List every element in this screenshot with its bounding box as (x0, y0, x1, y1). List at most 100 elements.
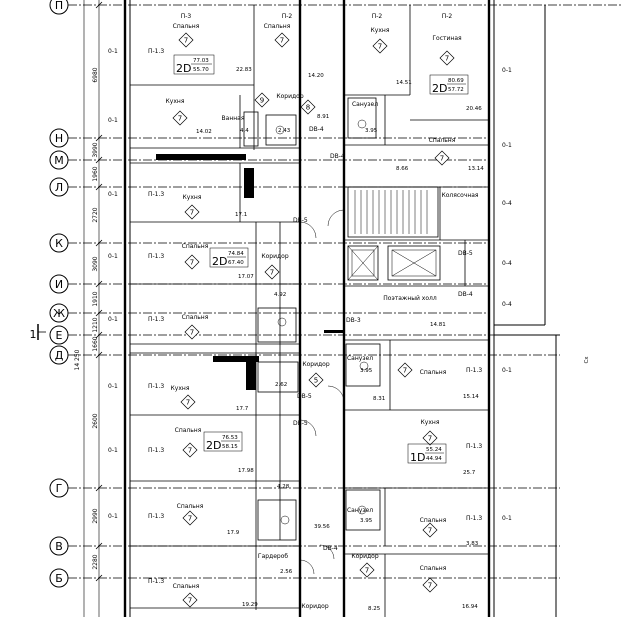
room-name: Санузел (347, 355, 373, 362)
wall-codes: 0-1 0-1 0-1 0-1 0-1 0-1 0-1 0-1 0-4 0-4 … (108, 48, 512, 522)
room-tag: 7 (397, 362, 413, 378)
grid-lines (68, 4, 621, 579)
room-code: П-1.3 (466, 515, 482, 522)
room-tag: 7 (372, 38, 388, 54)
room-name: Кухня (421, 419, 440, 426)
svg-text:8.31: 8.31 (373, 396, 385, 402)
svg-text:22.83: 22.83 (236, 67, 252, 73)
axis-marker: К (49, 233, 69, 253)
room-tag: 7 (422, 577, 438, 593)
room-tag: 7 (182, 510, 198, 526)
grid-axis-markers: П Н М Л К И Ж Е Д Г В Б (49, 0, 69, 588)
room-tag: 7 (184, 204, 200, 220)
svg-text:DB-5: DB-5 (458, 250, 473, 257)
svg-text:7: 7 (188, 447, 192, 455)
room-tag: 8 (300, 99, 316, 115)
room-area: 14.81 (430, 322, 446, 328)
svg-text:14.20: 14.20 (308, 73, 324, 79)
room-area: 17.07 (238, 274, 254, 280)
axis-marker: Б (49, 568, 69, 588)
svg-text:7: 7 (270, 269, 274, 277)
room-code: П-1.3 (148, 48, 164, 55)
svg-text:1960: 1960 (92, 166, 99, 181)
svg-text:0-4: 0-4 (502, 200, 512, 207)
svg-text:55.24: 55.24 (426, 447, 442, 453)
section-mark: 1 (30, 324, 46, 341)
svg-text:DB-4: DB-4 (330, 153, 345, 160)
svg-text:0-1: 0-1 (108, 191, 118, 198)
room-name: Кухня (183, 194, 202, 201)
svg-text:2D: 2D (212, 255, 227, 268)
svg-text:3.83: 3.83 (466, 541, 479, 547)
axis-marker: Ж (49, 303, 69, 323)
room-area: 16.94 (462, 604, 478, 610)
room-tag: 7 (182, 592, 198, 608)
svg-text:7: 7 (188, 515, 192, 523)
svg-text:DB-4: DB-4 (323, 545, 338, 552)
svg-text:7: 7 (184, 37, 188, 45)
svg-text:2.43: 2.43 (278, 128, 291, 134)
room-tag: 7 (184, 324, 200, 340)
stair-core (347, 186, 441, 281)
svg-text:И: И (55, 278, 63, 291)
axis-marker: Н (49, 128, 69, 148)
room-name: Кухня (166, 98, 185, 105)
bathroom-fixtures (243, 97, 381, 541)
room-name: Коридор (302, 361, 329, 368)
svg-text:2280: 2280 (92, 554, 99, 569)
svg-text:67.40: 67.40 (228, 260, 244, 266)
svg-text:0-1: 0-1 (108, 383, 118, 390)
room-name: Санузел (352, 101, 378, 108)
room-area: 4.4 (240, 128, 249, 134)
svg-text:DB-5: DB-5 (293, 420, 308, 427)
room-code: П-1.3 (466, 367, 482, 374)
room-area: 3.95 (360, 518, 373, 524)
room-code: П-1.3 (148, 513, 164, 520)
svg-text:П: П (55, 0, 63, 12)
svg-text:DB-4: DB-4 (309, 126, 324, 133)
svg-text:0-1: 0-1 (502, 142, 512, 149)
axis-marker: Е (49, 325, 69, 345)
room-name: Кухня (171, 385, 190, 392)
svg-text:1: 1 (30, 328, 37, 341)
svg-text:17.9: 17.9 (227, 530, 240, 536)
svg-text:Е: Е (56, 329, 63, 342)
room-name: Спальня (175, 427, 202, 434)
room-name: Коридор (351, 553, 378, 560)
room-area: 17.1 (235, 212, 247, 218)
svg-text:8.66: 8.66 (396, 166, 409, 172)
room-area: 17.7 (236, 406, 249, 412)
svg-text:7: 7 (280, 37, 284, 45)
room-code: П-1.3 (466, 443, 482, 450)
svg-text:DB-5: DB-5 (293, 217, 308, 224)
svg-text:2720: 2720 (92, 207, 99, 222)
room-area: 2.56 (280, 569, 293, 575)
apartment-labels: 2D 77.03 55.70 2D 80.69 57.72 2D 74.84 6… (173, 54, 469, 464)
room-code: П-1.3 (148, 253, 164, 260)
axis-marker: П (49, 0, 69, 15)
room-name: Гостиная (432, 35, 462, 42)
svg-text:DB-3: DB-3 (346, 317, 361, 324)
axis-marker: Д (49, 345, 69, 365)
right-edge-text: Сх (584, 356, 590, 364)
svg-text:3990: 3990 (92, 142, 99, 157)
door-codes: DB-5 DB-5 DB-4 DB-5 DB-4 DB-3 DB-5 DB-4 … (293, 126, 473, 552)
svg-text:7: 7 (178, 115, 182, 123)
room-name: Спальня (420, 517, 447, 524)
apartment-tag: 1D 55.24 44.94 (407, 443, 447, 464)
svg-text:55.70: 55.70 (193, 67, 209, 73)
room-name: Спальня (182, 314, 209, 321)
svg-text:К: К (55, 237, 63, 250)
svg-text:6980: 6980 (92, 67, 99, 82)
room-tag: 5 (308, 372, 324, 388)
room-tag: 7 (439, 50, 455, 66)
room-code: П-1.3 (148, 316, 164, 323)
svg-text:4.28: 4.28 (277, 484, 290, 490)
apartment-tag: 2D 74.84 67.40 (209, 247, 249, 268)
svg-text:7: 7 (428, 435, 432, 443)
room-tag: 7 (184, 254, 200, 270)
svg-text:5: 5 (314, 377, 318, 385)
svg-text:Д: Д (55, 349, 64, 362)
svg-text:74.84: 74.84 (228, 251, 244, 257)
room-name: Коридор (261, 253, 288, 260)
